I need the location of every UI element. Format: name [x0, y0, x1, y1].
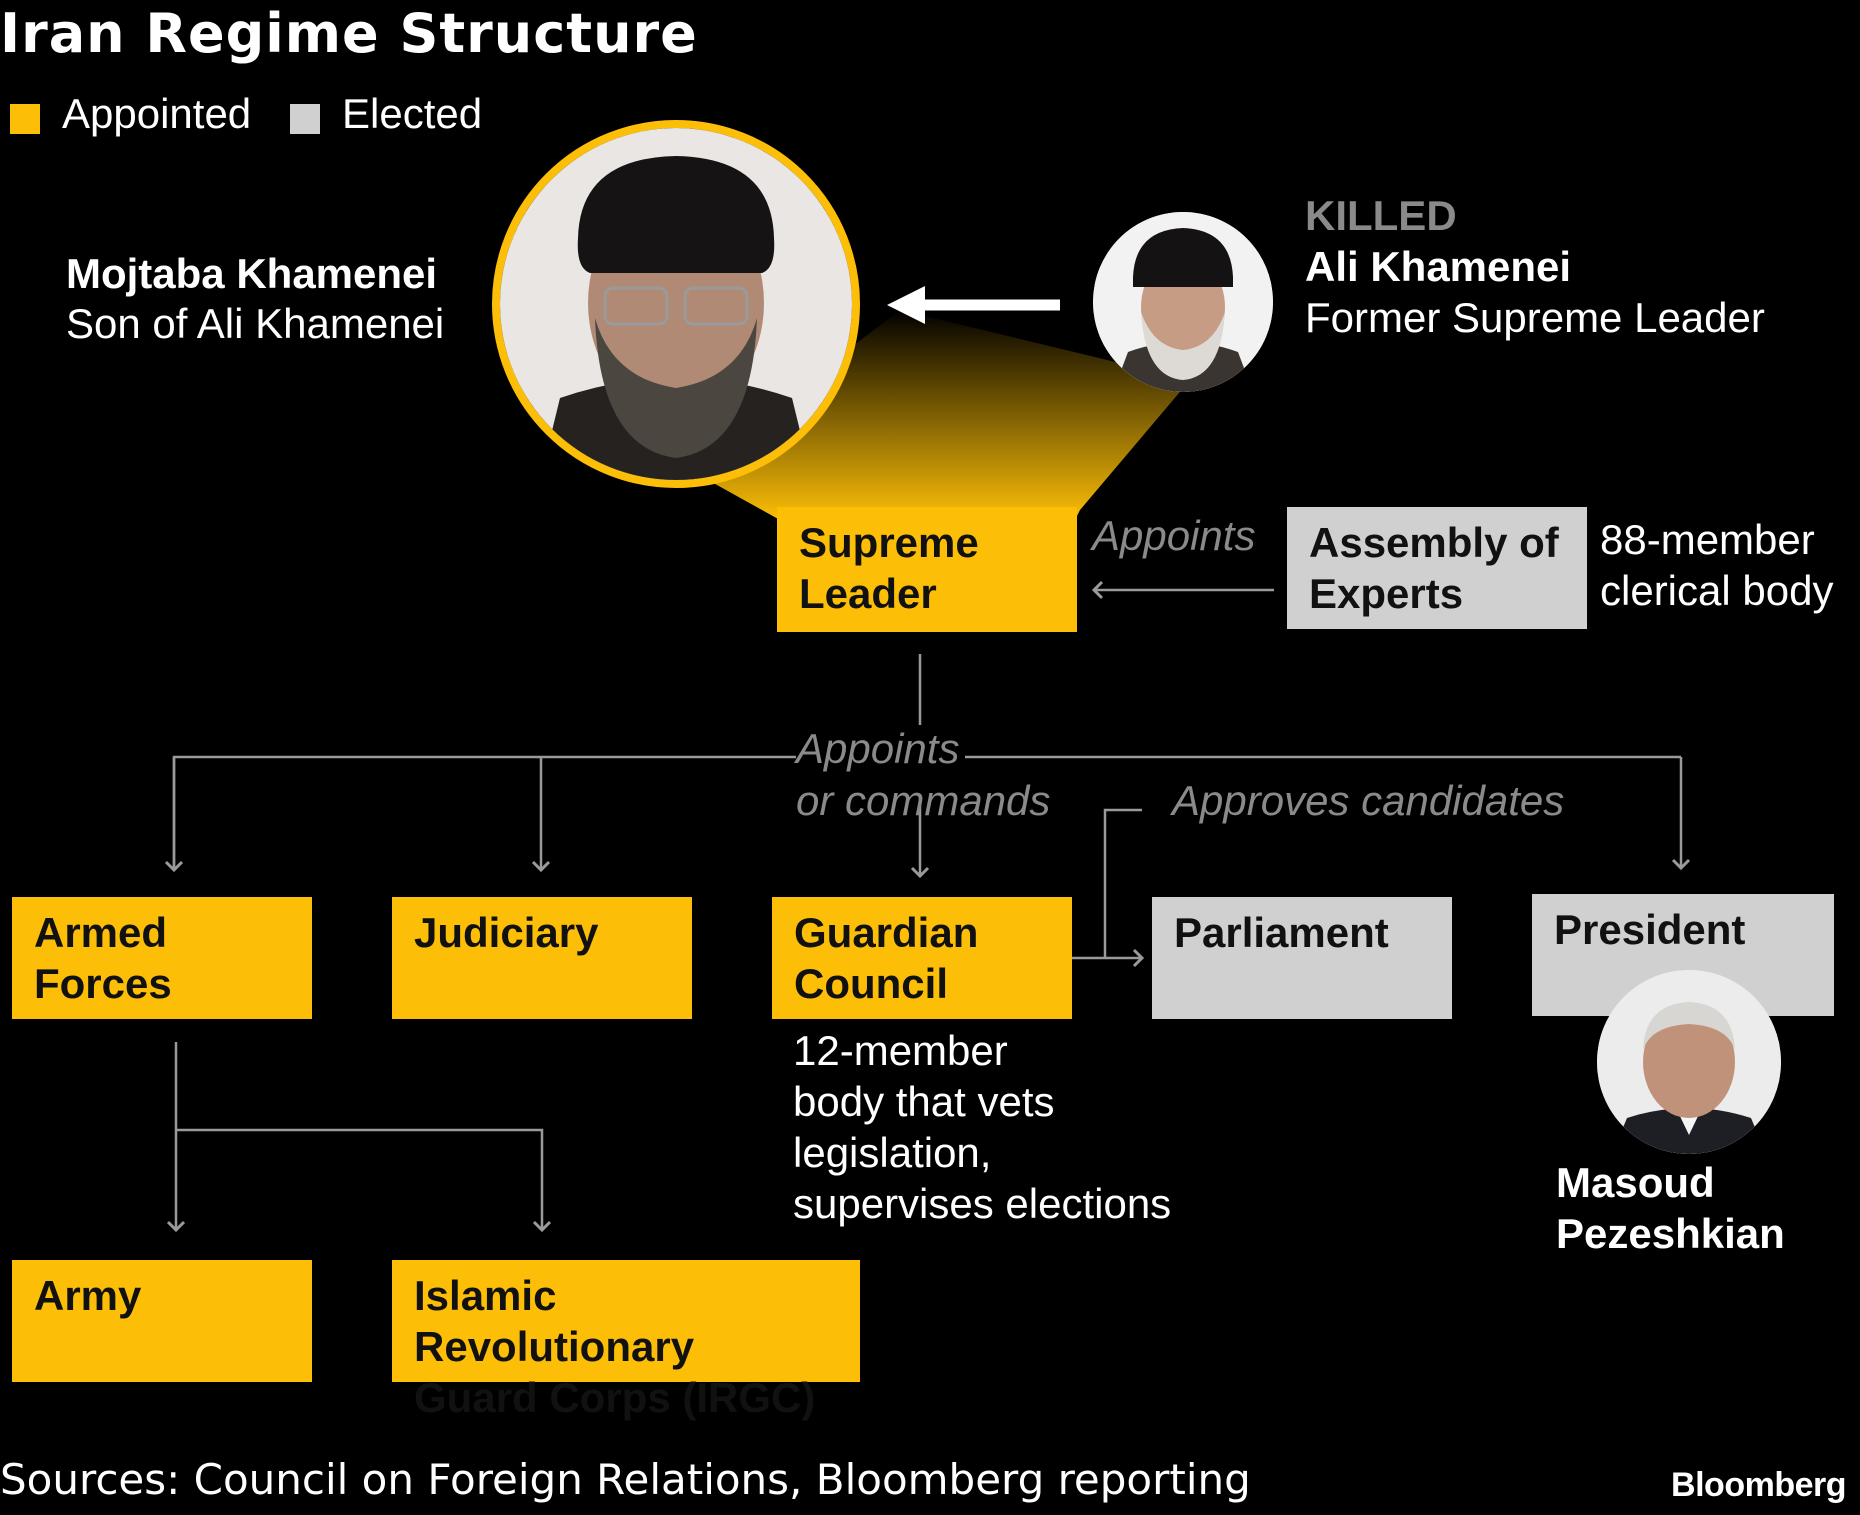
guardian-note-line3: legislation, [793, 1129, 992, 1176]
appoints-label: Appoints [1092, 512, 1256, 559]
supreme-leader-box: Supreme Leader [777, 507, 1077, 632]
assembly-line2: Experts [1309, 570, 1464, 617]
former-leader-name: Ali Khamenei [1305, 243, 1572, 290]
irgc-box: Islamic Revolutionary Guard Corps (IRGC) [392, 1260, 860, 1421]
supreme-leader-line1: Supreme [799, 519, 979, 566]
approves-candidates-label: Approves candidates [1172, 777, 1565, 824]
new-leader-name: Mojtaba Khamenei [66, 250, 438, 297]
bloomberg-logo: Bloomberg [1671, 1466, 1846, 1504]
new-leader-desc: Son of Ali Khamenei [66, 300, 445, 347]
parliament-box: Parliament [1152, 897, 1452, 1019]
armed-forces-box: Armed Forces [12, 897, 312, 1019]
supreme-leader-line2: Leader [799, 570, 937, 617]
assembly-line1: Assembly of [1309, 519, 1559, 566]
former-leader-status: KILLED [1305, 192, 1457, 239]
guardian-note-line2: body that vets [793, 1078, 1055, 1125]
judiciary-box: Judiciary [392, 897, 692, 1019]
guardian-note-line4: supervises elections [793, 1180, 1172, 1227]
succession-arrowhead-icon [887, 286, 925, 324]
guardian-note-line1: 12-member [793, 1027, 1008, 1074]
appoints-or-commands-line1: Appoints [796, 725, 960, 773]
approves-bracket-line [1103, 808, 1142, 958]
army-label: Army [34, 1272, 142, 1319]
president-label: President [1554, 906, 1746, 953]
guardian-line1: Guardian [794, 909, 979, 956]
president-box: President [1532, 894, 1834, 1016]
guardian-note: 12-member body that vets legislation, su… [793, 1025, 1171, 1229]
portrait-ali-khamenei-icon [1093, 212, 1273, 392]
former-leader-desc: Former Supreme Leader [1305, 294, 1765, 341]
guardian-council-box: Guardian Council [772, 897, 1072, 1019]
president-person-line1: Masoud [1556, 1159, 1715, 1206]
portrait-mojtaba-icon [492, 120, 860, 488]
armed-forces-line1: Armed [34, 909, 168, 956]
sources-note: Sources: Council on Foreign Relations, B… [0, 1455, 1251, 1504]
irgc-line2: Guard Corps (IRGC) [414, 1374, 816, 1421]
judiciary-label: Judiciary [414, 909, 599, 956]
chart-title: Iran Regime Structure [0, 2, 698, 65]
president-person-line2: Pezeshkian [1556, 1210, 1785, 1257]
arrow-irgc [176, 1128, 552, 1233]
irgc-line1: Islamic Revolutionary [414, 1272, 695, 1370]
legend-label-appointed: Appointed [62, 90, 252, 137]
assembly-of-experts-box: Assembly of Experts [1287, 507, 1587, 629]
army-box: Army [12, 1260, 312, 1382]
portrait-pezeshkian-icon [1597, 970, 1781, 1154]
armed-forces-line2: Forces [34, 960, 172, 1007]
branch-horizontal-line [172, 755, 797, 870]
guardian-line2: Council [794, 960, 948, 1007]
assembly-note-line2: clerical body [1600, 567, 1834, 614]
spotlight-beam [690, 310, 1190, 520]
assembly-note-line1: 88-member [1600, 516, 1815, 563]
legend-swatch-elected [290, 104, 320, 134]
legend-swatch-appointed [10, 104, 40, 134]
legend-label-elected: Elected [342, 90, 483, 137]
parliament-label: Parliament [1174, 909, 1389, 956]
appoints-or-commands-line2: or commands [796, 777, 1051, 824]
